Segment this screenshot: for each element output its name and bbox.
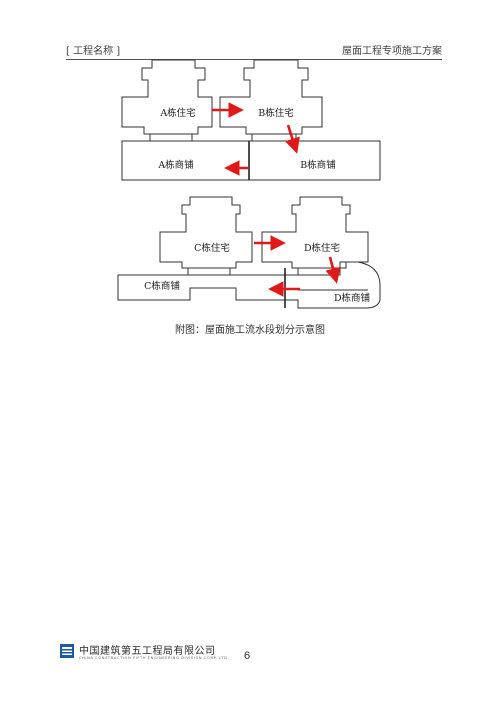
label-a-residential: A栋住宅 (159, 107, 195, 119)
arrow-d-res-to-d-shop (325, 256, 341, 284)
cscec-logo-icon (60, 644, 74, 658)
label-a-shop: A栋商铺 (157, 159, 193, 171)
figure-caption: 附图：屋面施工流水段划分示意图 (175, 325, 325, 336)
company-name-en: CHINA CONSTRUCTION FIFTH ENGINEERING DIV… (79, 656, 228, 660)
lower-shop-outline (117, 261, 381, 309)
company-name-cn: 中国建筑第五工程局有限公司 (79, 646, 216, 657)
page-number: 6 (244, 650, 251, 662)
project-name: [ 工程名称 ] (66, 46, 121, 57)
flow-section-diagram: A栋住宅 B栋住宅 A栋商铺 B栋商铺 C栋住宅 D栋住宅 C栋商铺 D栋商铺 (117, 59, 381, 309)
label-b-residential: B栋住宅 (258, 107, 293, 119)
b-residential-outline (219, 59, 323, 142)
label-b-shop: B栋商铺 (300, 159, 335, 171)
c-residential-outline (159, 196, 253, 276)
label-c-shop: C栋商铺 (144, 280, 180, 292)
label-d-shop: D栋商铺 (334, 292, 370, 304)
label-c-residential: C栋住宅 (194, 242, 230, 254)
document-title: 屋面工程专项施工方案 (342, 46, 442, 57)
arrow-b-res-to-b-shop (285, 124, 300, 154)
a-residential-outline (121, 59, 213, 142)
upper-shop-outline (121, 133, 381, 181)
d-residential-outline (261, 196, 369, 276)
label-d-residential: D栋住宅 (304, 242, 340, 254)
page-footer: 中国建筑第五工程局有限公司 CHINA CONSTRUCTION FIFTH E… (60, 642, 440, 672)
